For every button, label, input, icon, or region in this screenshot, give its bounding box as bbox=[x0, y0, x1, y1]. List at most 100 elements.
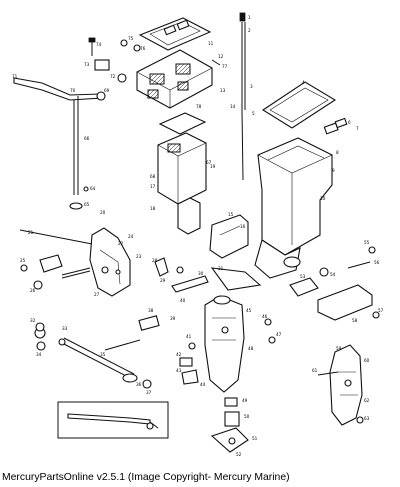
exploded-parts-diagram: 1 2 3 4 5 6 7 8 9 10 11 12 13 14 15 16 1… bbox=[12, 12, 384, 457]
callout-39: 39 bbox=[170, 316, 176, 321]
callout-73: 73 bbox=[84, 62, 90, 67]
callout-56: 56 bbox=[374, 260, 380, 265]
callout-17: 17 bbox=[150, 184, 156, 189]
callout-63: 63 bbox=[364, 416, 370, 421]
callout-18: 18 bbox=[150, 206, 156, 211]
pivot-hardware-center bbox=[154, 257, 262, 293]
callout-2: 2 bbox=[248, 28, 251, 33]
callout-3: 3 bbox=[250, 84, 253, 89]
callout-44: 44 bbox=[200, 382, 206, 387]
callout-11: 11 bbox=[208, 41, 214, 46]
callout-10: 10 bbox=[320, 196, 326, 201]
callout-35: 35 bbox=[100, 352, 106, 357]
callout-66: 66 bbox=[84, 136, 90, 141]
callout-23: 23 bbox=[136, 254, 142, 259]
callout-54: 54 bbox=[330, 272, 336, 277]
trim-bracket bbox=[209, 214, 249, 259]
callout-47: 47 bbox=[276, 332, 282, 337]
driveshaft-housing bbox=[254, 137, 333, 279]
callout-15: 15 bbox=[228, 212, 234, 217]
callout-7: 7 bbox=[356, 126, 359, 131]
callout-60: 60 bbox=[364, 358, 370, 363]
callout-24: 24 bbox=[128, 234, 134, 239]
image-caption: MercuryPartsOnline v2.5.1 (Image Copyrig… bbox=[2, 472, 290, 483]
callout-41: 41 bbox=[186, 334, 192, 339]
callout-labels: 1 2 3 4 5 6 7 8 9 10 11 12 13 14 15 16 1… bbox=[12, 15, 384, 457]
nuts-and-washers-left bbox=[35, 322, 152, 389]
callout-36: 36 bbox=[136, 382, 142, 387]
callout-69: 69 bbox=[104, 88, 110, 93]
adapter-plate bbox=[136, 49, 213, 109]
callout-9: 9 bbox=[332, 168, 335, 173]
callout-74: 74 bbox=[96, 42, 102, 47]
callout-43: 43 bbox=[176, 368, 182, 373]
callout-21: 21 bbox=[28, 230, 34, 235]
callout-77: 77 bbox=[222, 64, 228, 69]
callout-12: 12 bbox=[218, 54, 224, 59]
callout-1: 1 bbox=[248, 15, 251, 20]
inset-tiller-detail bbox=[57, 401, 169, 439]
callout-38: 38 bbox=[148, 308, 154, 313]
callout-53: 53 bbox=[300, 274, 306, 279]
callout-62: 62 bbox=[364, 398, 370, 403]
callout-67: 67 bbox=[206, 160, 212, 165]
callout-49: 49 bbox=[242, 398, 248, 403]
callout-46: 46 bbox=[262, 314, 268, 319]
callout-72: 72 bbox=[110, 74, 116, 79]
callout-20: 20 bbox=[100, 210, 106, 215]
bolt-set-upper bbox=[88, 37, 221, 83]
exhaust-tube-assembly bbox=[157, 112, 207, 235]
callout-65: 65 bbox=[84, 202, 90, 207]
callout-76: 76 bbox=[140, 46, 146, 51]
callout-13: 13 bbox=[220, 88, 226, 93]
callout-4: 4 bbox=[302, 80, 305, 85]
callout-37: 37 bbox=[146, 390, 152, 395]
callout-64: 64 bbox=[90, 186, 96, 191]
callout-50: 50 bbox=[244, 414, 250, 419]
callout-78: 78 bbox=[196, 104, 202, 109]
anode-cover bbox=[289, 246, 380, 321]
stern-bracket-right bbox=[317, 344, 364, 426]
callout-29: 29 bbox=[160, 278, 166, 283]
callout-31: 31 bbox=[218, 266, 224, 271]
callout-26: 26 bbox=[30, 288, 36, 293]
swivel-bracket-center bbox=[204, 295, 245, 393]
swivel-bracket-left bbox=[89, 227, 131, 297]
callout-5: 5 bbox=[252, 111, 255, 116]
tilt-tube bbox=[34, 327, 138, 383]
callout-33: 33 bbox=[62, 326, 68, 331]
callout-27: 27 bbox=[94, 292, 100, 297]
callout-71: 71 bbox=[12, 74, 18, 79]
callout-59: 59 bbox=[336, 346, 342, 351]
callout-8: 8 bbox=[336, 150, 339, 155]
callout-48: 48 bbox=[248, 346, 254, 351]
callout-68: 68 bbox=[150, 174, 156, 179]
callout-42: 42 bbox=[176, 352, 182, 357]
clamp-screw-left bbox=[19, 229, 93, 290]
callout-30: 30 bbox=[198, 271, 204, 276]
callout-16: 16 bbox=[240, 224, 246, 229]
callout-55: 55 bbox=[364, 240, 370, 245]
clip-pair bbox=[323, 117, 348, 135]
callout-34: 34 bbox=[36, 352, 42, 357]
callout-32: 32 bbox=[30, 318, 36, 323]
callout-28: 28 bbox=[152, 258, 158, 263]
callout-19: 19 bbox=[210, 164, 216, 169]
callout-25: 25 bbox=[20, 258, 26, 263]
top-gasket-plate bbox=[138, 17, 212, 51]
exhaust-gasket bbox=[261, 81, 337, 129]
long-stud-rod bbox=[239, 12, 246, 181]
callout-6: 6 bbox=[348, 120, 351, 125]
callout-75: 75 bbox=[128, 36, 134, 41]
callout-14: 14 bbox=[230, 104, 236, 109]
reverse-lock-parts bbox=[104, 315, 276, 385]
callout-57: 57 bbox=[378, 308, 384, 313]
callout-45: 45 bbox=[246, 308, 252, 313]
callout-22: 22 bbox=[118, 241, 124, 246]
callout-51: 51 bbox=[252, 436, 258, 441]
steering-handle-tube bbox=[13, 77, 106, 210]
callout-58: 58 bbox=[352, 318, 358, 323]
callout-40: 40 bbox=[180, 298, 186, 303]
callout-52: 52 bbox=[236, 452, 242, 457]
bottom-pivot-stack bbox=[210, 397, 249, 453]
